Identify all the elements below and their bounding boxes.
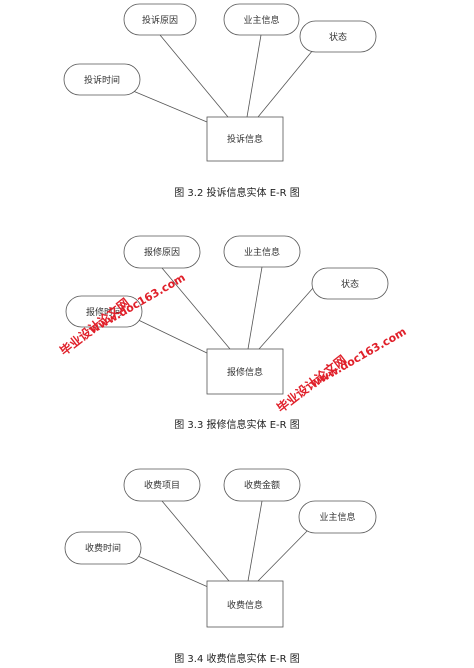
- attribute-label: 业主信息: [244, 246, 280, 258]
- attribute-label: 收费项目: [144, 479, 180, 491]
- connector-lines: [125, 34, 314, 123]
- attribute-label: 状态: [341, 278, 359, 290]
- entity-label: 收费信息: [227, 599, 263, 611]
- entity-box: 投诉信息: [206, 116, 284, 162]
- entity-box: 收费信息: [206, 580, 284, 628]
- connector-lines: [130, 500, 313, 588]
- attribute-ellipse: 状态: [311, 267, 389, 300]
- attribute-label: 收费金额: [244, 479, 280, 491]
- attribute-ellipse: 投诉原因: [123, 3, 197, 36]
- connector-lines: [129, 266, 314, 355]
- entity-label: 投诉信息: [227, 133, 263, 145]
- entity-label: 报修信息: [227, 366, 263, 378]
- figure-caption: 图 3.4 收费信息实体 E-R 图: [174, 652, 300, 665]
- attribute-ellipse: 业主信息: [223, 235, 301, 268]
- attribute-ellipse: 业主信息: [223, 3, 300, 36]
- entity-box: 报修信息: [206, 348, 284, 395]
- attribute-ellipse: 投诉时间: [63, 63, 141, 96]
- attribute-ellipse: 收费时间: [64, 531, 142, 565]
- attribute-label: 投诉时间: [84, 74, 120, 86]
- attribute-label: 业主信息: [319, 511, 355, 523]
- figure-caption: 图 3.2 投诉信息实体 E-R 图: [174, 186, 300, 199]
- attribute-ellipse: 收费项目: [123, 468, 201, 502]
- watermark-url: www.doc163.com: [308, 325, 409, 391]
- attribute-label: 投诉原因: [142, 14, 178, 26]
- attribute-label: 报修时间: [86, 306, 122, 318]
- figure-caption: 图 3.3 报修信息实体 E-R 图: [174, 418, 300, 431]
- attribute-label: 报修原因: [144, 246, 180, 258]
- attribute-ellipse: 报修时间: [65, 295, 143, 328]
- attribute-ellipse: 业主信息: [298, 500, 377, 534]
- attribute-ellipse: 报修原因: [123, 235, 201, 269]
- attribute-ellipse: 收费金额: [223, 468, 301, 502]
- er-diagram-charge: 收费项目 收费金额 业主信息 收费时间 收费信息 图 3.4 收费信息实体 E-…: [64, 468, 377, 665]
- attribute-label: 状态: [329, 31, 347, 43]
- attribute-ellipse: 状态: [299, 20, 377, 53]
- er-diagram-complaint: 投诉原因 业主信息 状态 投诉时间 投诉信息 图 3.2 投诉信息实体 E-R …: [63, 3, 377, 199]
- attribute-label: 业主信息: [243, 14, 279, 26]
- er-diagram-repair: 报修原因 业主信息 状态 报修时间 报修信息 图 3.3 报修信息实体 E-R …: [65, 235, 389, 431]
- attribute-label: 收费时间: [85, 542, 121, 554]
- watermark-right: 毕业设计论文网 www.doc163.com: [274, 325, 409, 415]
